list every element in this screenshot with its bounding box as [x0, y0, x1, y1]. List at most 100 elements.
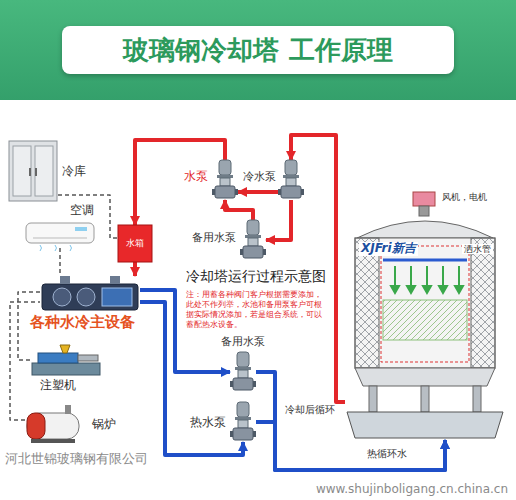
illustration-part [458, 266, 460, 288]
illustration-part [394, 266, 396, 288]
pump-icon [278, 160, 304, 200]
illustration-part [53, 288, 71, 306]
cool-water-pipe [225, 200, 253, 220]
illustration-part [42, 284, 138, 310]
illustration-part [426, 266, 428, 288]
illustration-part [26, 223, 94, 243]
illustration-part [233, 378, 253, 390]
boiler-icon: 锅炉 [25, 405, 87, 443]
illustration-part [40, 245, 72, 251]
watermark: 河北世锦玻璃钢有限公司 [5, 452, 148, 467]
node-label: 空调 [70, 204, 94, 218]
illustration-part [238, 370, 248, 378]
brand-logo: XJFri新吉 [359, 242, 418, 256]
node-label: 冷水泵 [243, 171, 276, 184]
illustration-part [38, 353, 78, 363]
illustration-part [391, 266, 463, 293]
part-label: 风机，电机 [440, 192, 489, 202]
illustration-part [27, 413, 45, 439]
illustration-part [13, 146, 31, 196]
pump-icon: 备用水泵 [240, 220, 266, 260]
cooling-tower: XJFri新吉 [345, 190, 505, 440]
illustration-part [355, 368, 495, 386]
illustration-part [301, 189, 304, 195]
node-label: 锅炉 [92, 418, 116, 432]
illustration-part [278, 189, 281, 195]
illustration-part [369, 386, 377, 412]
node-label: 备用水泵 [221, 336, 265, 349]
pump-icon [240, 220, 266, 260]
illustration-part [230, 431, 233, 437]
illustration-part [285, 160, 297, 175]
illustration-part [286, 178, 296, 186]
illustration-part [455, 286, 463, 293]
illustration-part [219, 160, 231, 175]
illustration-part [77, 288, 95, 306]
cool-water-pipe [266, 200, 291, 240]
air-conditioner-icon: 空调 [25, 222, 95, 248]
node-label: 冷库 [62, 165, 86, 179]
illustration-part [442, 266, 444, 288]
node-label: 水箱 [126, 238, 144, 248]
illustration-part [238, 420, 248, 428]
illustration-part [35, 146, 53, 196]
cold-storage-icon: 冷库 [8, 140, 58, 202]
illustration-part [233, 428, 253, 440]
chiller-unit: 各种水冷主设备 [40, 276, 140, 312]
illustration-part [35, 168, 37, 176]
pump-icon: 热水泵 [230, 402, 256, 442]
pump-icon [230, 352, 256, 392]
illustration-part [110, 276, 120, 284]
node-label: 注塑机 [40, 379, 76, 393]
illustration-part [383, 300, 467, 340]
illustration-part [243, 246, 263, 258]
node-label: 各种水冷主设备 [30, 314, 135, 331]
illustration-part [407, 286, 415, 293]
illustration-part [253, 381, 256, 387]
illustration-part [65, 405, 71, 414]
part-label: 洒水管 [462, 244, 493, 254]
illustration-part [419, 206, 429, 216]
illustration-part [381, 246, 469, 362]
illustration-part [235, 189, 238, 195]
water-tank: 水箱 [118, 225, 152, 262]
illustration-part [383, 259, 467, 262]
injection-machine-icon [30, 345, 102, 377]
injection-machine-icon: 注塑机 [30, 345, 102, 377]
illustration-part [357, 221, 493, 238]
node-label: 水泵 [184, 170, 208, 184]
cold-storage-icon [8, 140, 58, 202]
illustration-part [60, 345, 70, 353]
illustration-part [471, 238, 495, 368]
illustration-part [212, 189, 215, 195]
illustration-part [248, 238, 258, 246]
illustration-part [423, 286, 431, 293]
pump-icon [230, 402, 256, 442]
illustration-part [263, 249, 266, 255]
cool-water-pipe [135, 140, 225, 225]
illustration-part [31, 439, 75, 443]
flow-label: 热循环水 [365, 448, 409, 460]
illustration-part [215, 186, 235, 198]
pump-icon: 冷水泵 [278, 160, 304, 200]
title-bar: 玻璃钢冷却塔 工作原理 [62, 26, 454, 74]
illustration-part [240, 249, 243, 255]
illustration-part [410, 266, 412, 288]
illustration-part [421, 386, 429, 412]
cool-water-pipe [238, 190, 278, 194]
chiller-unit [40, 276, 140, 312]
note-text: 注：用蓄各种阀门客户根据需要添加，此处不作列举，水池和备用泵客户可根据实际情况添… [186, 290, 328, 330]
illustration-part [9, 141, 57, 201]
illustration-part [473, 386, 481, 412]
illustration-part [78, 355, 98, 361]
illustration-part [355, 238, 379, 368]
diagram-subtitle: 冷却塔运行过程示意图 [186, 268, 326, 284]
illustration-part [391, 286, 399, 293]
illustration-part [237, 352, 249, 367]
illustration-part [253, 431, 256, 437]
node-label: 备用水泵 [192, 232, 236, 245]
pump-icon [212, 160, 238, 200]
pump-icon: 水泵 [212, 160, 238, 200]
illustration-part [118, 225, 152, 262]
illustration-part [281, 186, 301, 198]
